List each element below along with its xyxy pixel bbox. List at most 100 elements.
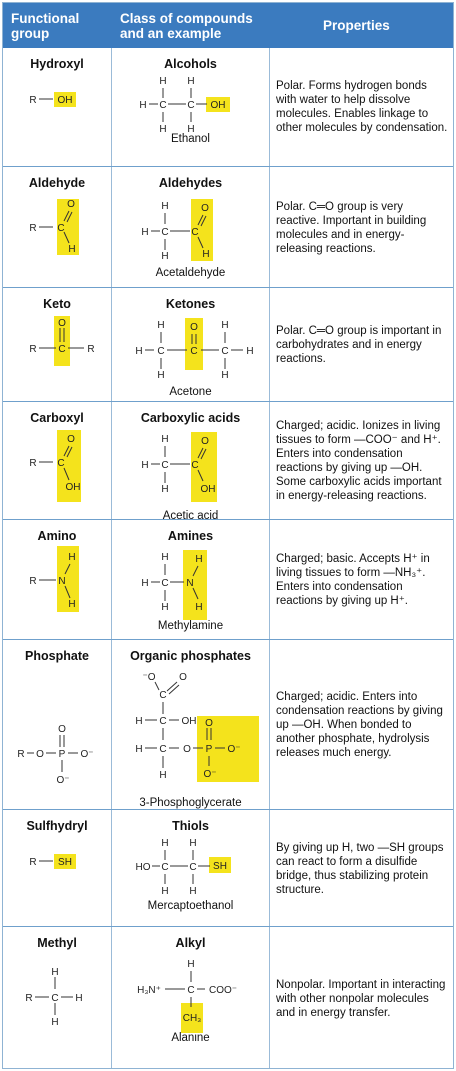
atom-label: C [187, 985, 194, 996]
atom-label: C [57, 223, 64, 234]
bond-line [197, 447, 204, 459]
atom-label: R [17, 749, 24, 760]
atom-label: H₃N⁺ [137, 985, 161, 996]
atom-label: O [36, 749, 44, 760]
bond-line [63, 467, 70, 481]
highlight-box [185, 318, 203, 370]
example-compound-name: Mercaptoethanol [147, 900, 234, 912]
highlight-box [57, 430, 81, 502]
atom-label: C [159, 716, 166, 727]
bond-line [197, 469, 204, 482]
atom-label: C [190, 346, 197, 357]
atom-label: H [161, 552, 168, 563]
compound-class-name: Alcohols [164, 57, 217, 71]
bond-line [197, 214, 204, 226]
atom-label: P [59, 749, 66, 760]
highlight-box [191, 432, 217, 502]
atom-label: C [191, 227, 198, 238]
atom-label: O [179, 672, 187, 683]
functional-group-name: Phosphate [25, 649, 89, 663]
properties-text: Polar. C═O group is very reactive. Impor… [276, 200, 427, 255]
atom-label: H [161, 201, 168, 212]
highlight-box [191, 199, 213, 261]
atom-label: C [161, 460, 168, 471]
atom-label: C [161, 227, 168, 238]
table-header: Functional group Class of compounds and … [3, 3, 453, 48]
example-compound-name: Alanine [171, 1032, 210, 1044]
atom-label: P [206, 744, 213, 755]
functional-group-name: Keto [43, 297, 71, 311]
bond-line [200, 215, 207, 227]
atom-label: C [159, 744, 166, 755]
atom-label: H [135, 716, 142, 727]
atom-label: H [51, 967, 58, 978]
atom-label: H [135, 744, 142, 755]
atom-label: CH₃ [183, 1013, 202, 1024]
highlight-box [54, 316, 70, 366]
example-compound-name: 3-Phosphoglycerate [139, 797, 242, 809]
atom-label: H [139, 100, 146, 111]
atom-label: H [141, 578, 148, 589]
atom-label: H [221, 370, 228, 381]
highlight-box [57, 199, 79, 255]
atom-label: H [187, 76, 194, 87]
atom-label: H [187, 959, 194, 970]
properties-text: Polar. C═O group is important in carbohy… [276, 325, 442, 365]
atom-label: H [68, 599, 75, 610]
example-compound-name: Acetone [169, 386, 212, 398]
properties-text: Nonpolar. Important in interacting with … [276, 979, 446, 1019]
bond-line [63, 231, 70, 244]
atom-label: H [161, 484, 168, 495]
highlight-box [54, 854, 76, 869]
atom-label: C [161, 862, 168, 873]
atom-label: C [187, 100, 194, 111]
atom-label: H [51, 1017, 58, 1028]
atom-label: H [135, 346, 142, 357]
atom-label: N [58, 576, 65, 587]
atom-label: C [221, 346, 228, 357]
atom-label: H [246, 346, 253, 357]
bond-line [64, 585, 71, 599]
atom-label: H [195, 554, 202, 565]
example-compound-name: Acetaldehyde [155, 267, 226, 279]
atom-label: H [189, 838, 196, 849]
atom-label: H [161, 602, 168, 613]
bond-line [192, 587, 199, 600]
atom-label: H [68, 552, 75, 563]
atom-label: H [161, 251, 168, 262]
atom-label: H [202, 249, 209, 260]
properties-text: Polar. Forms hydrogen bonds with water t… [276, 80, 448, 134]
compound-class-name: Thiols [172, 819, 209, 833]
example-compound-name: Ethanol [170, 133, 210, 145]
highlight-box [54, 92, 76, 107]
atom-label: SH [58, 857, 72, 868]
compound-class-name: Aldehydes [158, 176, 223, 190]
bond-line [66, 211, 73, 223]
atom-label: H [157, 370, 164, 381]
highlight-box [181, 1003, 203, 1033]
atom-label: H [141, 227, 148, 238]
atom-label: H [157, 320, 164, 331]
header-functional-group: Functional group [11, 10, 80, 41]
atom-label: H [161, 886, 168, 897]
atom-label: H [161, 434, 168, 445]
bond-line [197, 236, 204, 249]
atom-label: H [195, 602, 202, 613]
atom-label: C [159, 100, 166, 111]
atom-label: OH [58, 95, 73, 106]
